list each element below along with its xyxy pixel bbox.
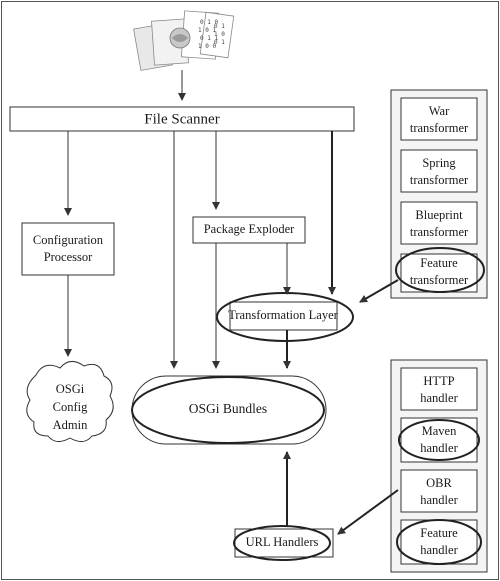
url-handlers-highlight	[233, 525, 331, 561]
file-scanner-box	[9, 106, 355, 132]
transformer-war-line2: transformer	[410, 121, 469, 135]
url-handlers-box	[234, 528, 334, 558]
transformer-feature-highlight	[395, 247, 485, 293]
svg-text:1 0 1: 1 0 1	[198, 27, 216, 34]
handler-obr-line1: OBR	[426, 476, 452, 490]
osgi-config-admin-cloud	[26, 361, 114, 442]
handler-maven-line1: Maven	[422, 424, 457, 438]
url-handlers-label: URL Handlers	[246, 535, 319, 549]
handler-feature-line1: Feature	[420, 526, 458, 540]
osgi-config-admin-line1: OSGi	[56, 382, 85, 396]
configuration-processor-label-line2: Processor	[44, 250, 93, 264]
handler-feature-highlight	[396, 519, 482, 565]
transformer-war-line1: War	[429, 104, 450, 118]
transformer-war: War transformer	[400, 97, 478, 141]
transformer-blueprint-line1: Blueprint	[415, 208, 463, 222]
arrow-handlers-to-url-handlers	[337, 489, 399, 535]
svg-text:0 1 0: 0 1 0	[200, 19, 218, 26]
connector-arrows	[64, 70, 291, 369]
transformer-feature-line2: transformer	[410, 273, 469, 287]
arrow-feature-transformer-to-transformation	[359, 279, 399, 303]
handler-obr-line2: handler	[420, 493, 458, 507]
package-exploder-box	[192, 216, 306, 244]
handler-feature-line2: handler	[420, 543, 458, 557]
handler-obr: OBR handler	[400, 469, 478, 513]
svg-text:0 1: 0 1	[214, 39, 225, 46]
osgi-config-admin-line2: Config	[53, 400, 88, 414]
configuration-processor-label-line1: Configuration	[33, 233, 104, 247]
transformation-layer-box	[229, 301, 338, 331]
transformation-layer-label: Transformation Layer	[228, 308, 338, 322]
handler-maven-line2: handler	[420, 441, 458, 455]
transformer-feature-line1: Feature	[420, 256, 458, 270]
transformer-spring-line2: transformer	[410, 173, 469, 187]
svg-text:1 0 0: 1 0 0	[198, 43, 216, 50]
transformer-blueprint-line2: transformer	[410, 225, 469, 239]
handler-maven-highlight	[398, 419, 480, 461]
transformer-spring: Spring transformer	[400, 149, 478, 193]
file-scanner-label: File Scanner	[144, 111, 219, 127]
svg-text:1 0: 1 0	[214, 31, 225, 38]
transformer-blueprint: Blueprint transformer	[400, 201, 478, 245]
handler-maven: Maven handler	[398, 417, 480, 463]
osgi-bundles-highlight	[131, 376, 325, 444]
handler-http: HTTP handler	[400, 367, 478, 411]
handler-feature: Feature handler	[396, 519, 482, 565]
svg-text:0 1 1: 0 1 1	[200, 35, 218, 42]
document-stack-icon: 0 1 0 1 0 1 0 1 1 1 0 0 0 1 1 0 0 1	[133, 10, 235, 71]
package-exploder-label: Package Exploder	[204, 222, 295, 236]
osgi-bundles-label: OSGi Bundles	[189, 401, 267, 416]
osgi-config-admin-line3: Admin	[53, 418, 88, 432]
handler-http-line2: handler	[420, 391, 458, 405]
transformer-spring-line1: Spring	[422, 156, 456, 170]
svg-text:0 1: 0 1	[214, 23, 225, 30]
transformer-feature: Feature transformer	[395, 247, 485, 293]
handler-http-line1: HTTP	[423, 374, 454, 388]
